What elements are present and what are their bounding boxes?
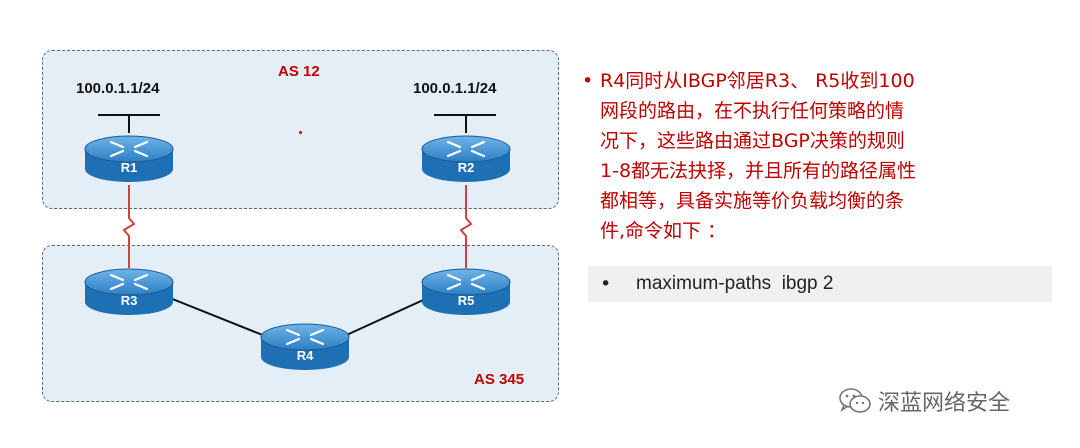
r2-r5-serial-link bbox=[459, 185, 473, 268]
as12-label: AS 12 bbox=[278, 63, 320, 80]
router-icon bbox=[260, 323, 350, 370]
bullet-icon: • bbox=[600, 273, 612, 295]
center-dot bbox=[299, 131, 302, 134]
r1-r3-serial-link bbox=[122, 185, 136, 268]
explanation-line: 都相等，具备实施等价负载均衡的条 bbox=[600, 190, 905, 212]
wechat-icon bbox=[839, 388, 871, 413]
router-r3: R3 bbox=[83, 266, 175, 318]
explanation-line: 1-8都无法抉择，并且所有的路径属性 bbox=[600, 160, 917, 182]
bullet-icon: • bbox=[582, 70, 594, 92]
explanation-line: 件,命令如下 ： bbox=[600, 220, 727, 242]
router-r5-label: R5 bbox=[457, 293, 475, 308]
explanation-text: • R4同时从IBGP邻居R3、 R5收到100 网段的路由，在不执行任何策略的… bbox=[582, 66, 1060, 246]
router-icon bbox=[421, 268, 511, 315]
explanation-line: 网段的路由，在不执行任何策略的情 bbox=[600, 100, 905, 122]
router-r3-label: R3 bbox=[120, 293, 138, 308]
router-r4-label: R4 bbox=[296, 348, 314, 363]
router-icon bbox=[84, 135, 174, 182]
router-icon bbox=[84, 268, 174, 315]
command-text: maximum-paths ibgp 2 bbox=[636, 273, 834, 294]
r3-r4-link bbox=[164, 295, 271, 339]
router-icon bbox=[421, 135, 511, 182]
r1-prefix-label: 100.0.1.1/24 bbox=[76, 80, 160, 97]
router-r1-label: R1 bbox=[120, 160, 138, 175]
command-box bbox=[588, 266, 1052, 302]
router-r4: R4 bbox=[259, 321, 351, 373]
router-r2: R2 bbox=[420, 133, 512, 185]
r2-prefix-label: 100.0.1.1/24 bbox=[413, 80, 497, 97]
r4-r5-link bbox=[339, 295, 433, 339]
router-r1: R1 bbox=[83, 133, 175, 185]
watermark-text: 深蓝网络安全 bbox=[878, 391, 1011, 416]
as345-label: AS 345 bbox=[474, 371, 525, 388]
watermark: 深蓝网络安全 bbox=[838, 384, 1010, 418]
explanation-line: R4同时从IBGP邻居R3、 R5收到100 bbox=[600, 70, 915, 92]
router-r5: R5 bbox=[420, 266, 512, 318]
router-r2-label: R2 bbox=[457, 160, 475, 175]
explanation-line: 况下，这些路由通过BGP决策的规则 bbox=[600, 130, 905, 152]
